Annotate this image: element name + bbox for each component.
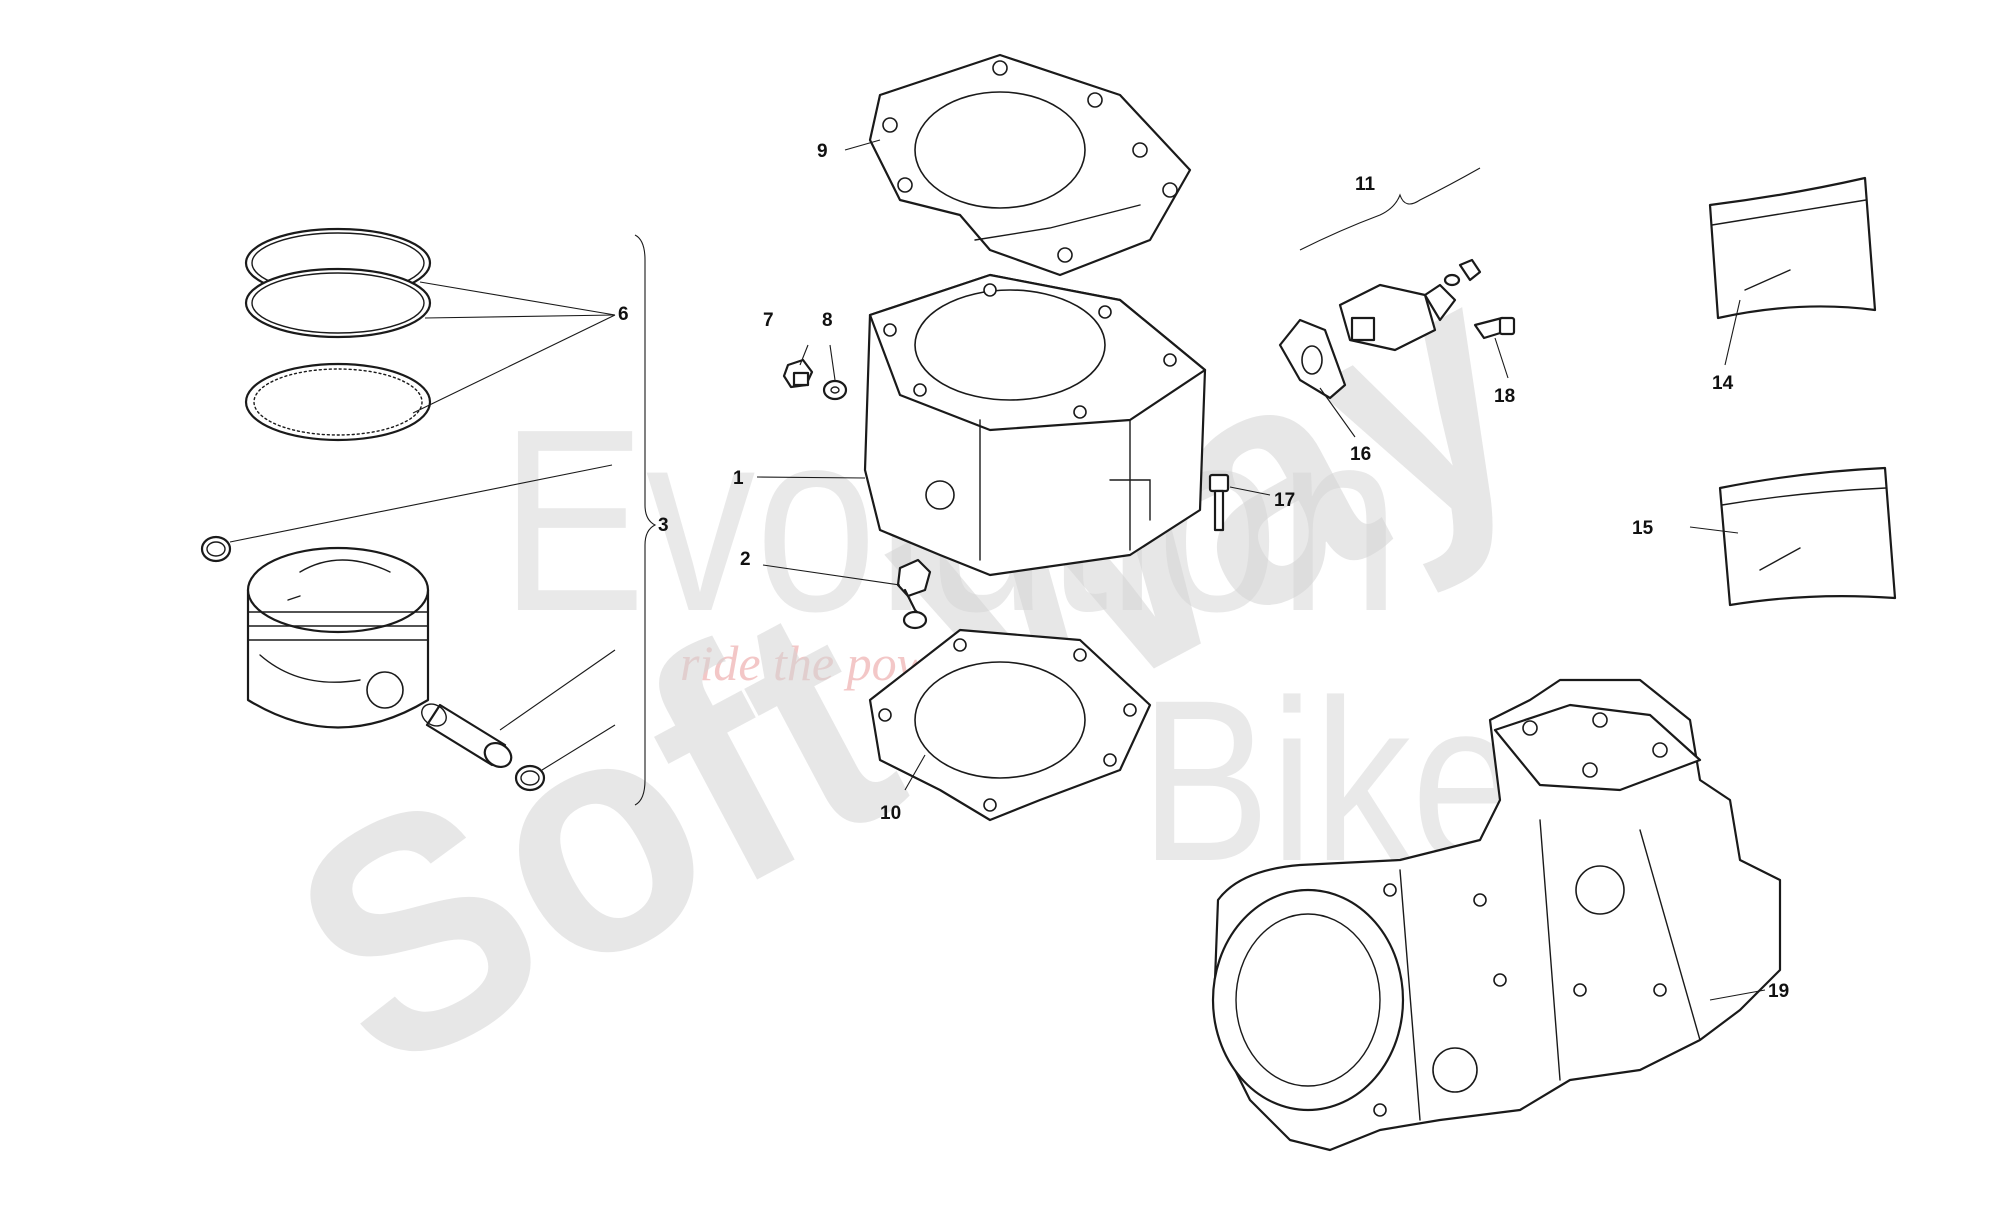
- engine-assembly: [1211, 678, 1782, 1152]
- bracket-3: [634, 234, 657, 806]
- circlip-pin: [514, 764, 546, 792]
- circlip-left: [200, 535, 232, 563]
- screw-11: [1443, 258, 1482, 287]
- callout-labels: 1 2 3 6 7 8 9 10 11 14 15 16 17 18 19: [618, 141, 1789, 1002]
- leaders-left: [229, 281, 616, 771]
- callout-3: 3: [658, 515, 669, 536]
- callout-8: 8: [822, 310, 833, 331]
- bracket-11: [1299, 167, 1481, 251]
- callout-10: 10: [880, 803, 901, 824]
- callout-17: 17: [1274, 490, 1295, 511]
- gasket-16: [1278, 318, 1347, 400]
- callout-2: 2: [740, 549, 751, 570]
- callout-15: 15: [1632, 518, 1654, 539]
- screw-18: [1473, 316, 1516, 340]
- callout-19: 19: [1768, 981, 1789, 1002]
- callout-16: 16: [1350, 444, 1371, 465]
- callout-11: 11: [1355, 174, 1376, 195]
- washer-8: [822, 379, 848, 401]
- screw-7: [782, 358, 814, 389]
- callout-18: 18: [1494, 386, 1515, 407]
- cylinder: [863, 273, 1207, 577]
- tensioner-body: [1338, 283, 1457, 352]
- sealant-15: [1718, 466, 1897, 607]
- base-gasket: [868, 628, 1152, 822]
- piston: [246, 546, 430, 729]
- callout-9: 9: [817, 141, 828, 162]
- bolt-17: [1208, 473, 1230, 532]
- sealant-14: [1708, 176, 1877, 320]
- callout-7: 7: [763, 310, 774, 331]
- callout-14: 14: [1712, 373, 1734, 394]
- callout-1: 1: [733, 468, 744, 489]
- piston-ring-set: [244, 227, 432, 442]
- piston-pin: [421, 703, 513, 769]
- fitting-2: [896, 558, 932, 630]
- callout-6: 6: [618, 304, 629, 325]
- leaders-right: [756, 139, 1766, 1001]
- head-gasket: [868, 53, 1192, 277]
